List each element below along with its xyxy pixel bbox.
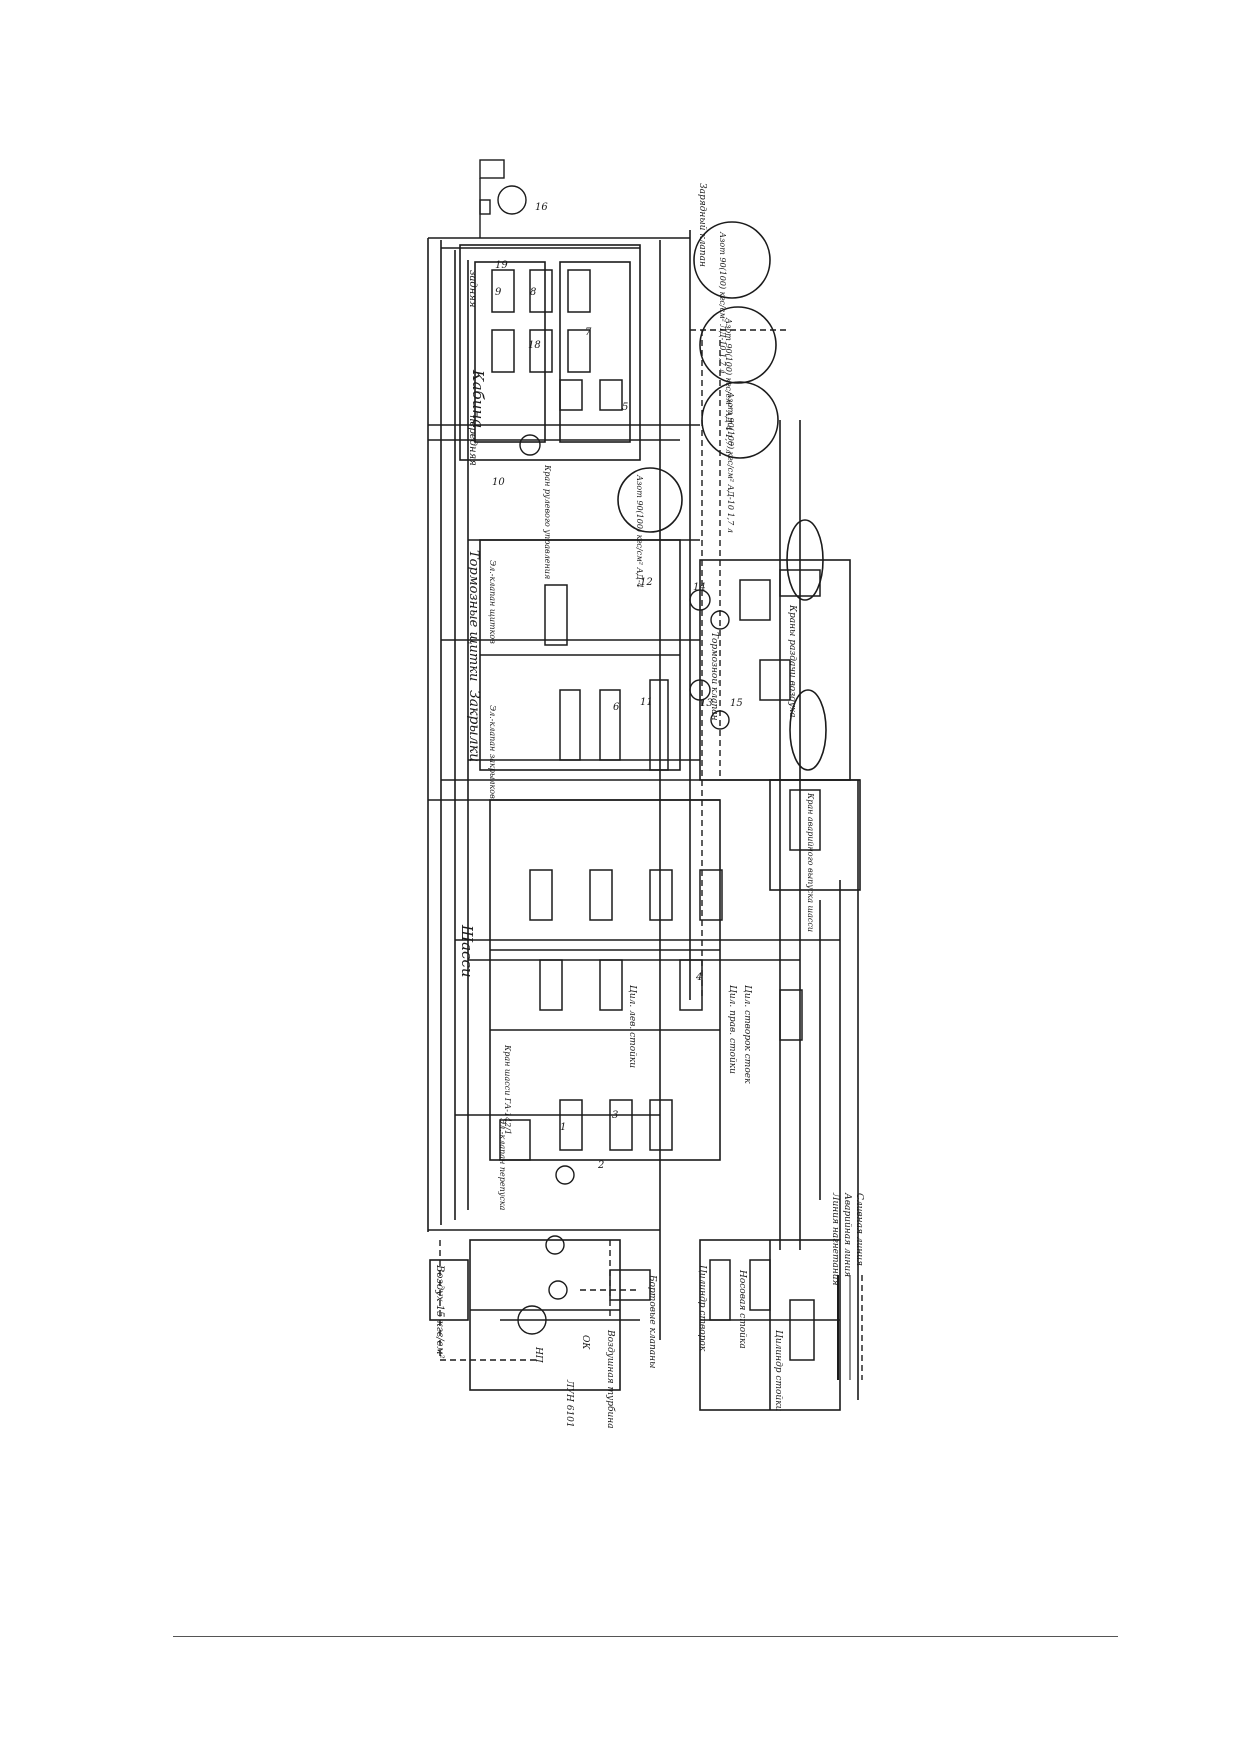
section-title-cabin: Кабина [469, 369, 487, 428]
callout-11: 11 [640, 697, 653, 708]
label-air-distribution-valves: Краны раздачи воздуха [787, 604, 797, 718]
label-nose-strut: Носовая стойка [737, 1269, 747, 1349]
callout-9: 9 [495, 287, 502, 298]
nitrogen-label-4: Азот 90(100) кгс/см² АД-10 1,7 л [726, 391, 735, 533]
air-inlet-fitting [479, 159, 505, 238]
label-brake-valve: Тормозной клапан [709, 632, 719, 721]
label-onboard-valves: Бортовые клапаны [647, 1274, 657, 1368]
nitrogen-bottles [617, 221, 827, 771]
label-flaps-solenoid: Эл.-клапан закрылков [488, 705, 497, 799]
callout-8: 8 [530, 287, 536, 298]
label-steering-valve: Кран рулевого управления [543, 464, 552, 579]
callout-14: 14 [693, 582, 706, 593]
label-emergency-gear-valve: Кран аварийного выпуска шасси [806, 792, 815, 932]
label-gear-valve: Кран шасси ГА-142/1 [503, 1044, 512, 1135]
callout-3: 3 [612, 1110, 618, 1121]
callout-16: 16 [535, 202, 548, 213]
callout-15: 15 [730, 698, 743, 709]
label-bypass-solenoid: Эл.-клапан перепуска [498, 1118, 507, 1211]
label-strut-cylinder: Цилиндр стойки [773, 1330, 783, 1412]
label-right-strut-cyl: Цил. прав. стойки [727, 985, 737, 1074]
callout-7: 7 [585, 327, 592, 338]
footer-rule [173, 1636, 1118, 1637]
line-legend: Линия нагнетания Аварийная линия Сливная… [830, 1192, 864, 1380]
callout-1: 1 [560, 1122, 566, 1133]
section-title-flaps: Закрылки [466, 690, 482, 762]
callout-6: 6 [613, 702, 620, 713]
cabin-sublabel-front: передняя [467, 415, 478, 466]
pressure-gauges [497, 185, 730, 1335]
actuator-cylinders [491, 269, 821, 1361]
callout-2: 2 [597, 1160, 604, 1171]
callout-10: 10 [492, 477, 505, 488]
cabin-sublabel-rear: задняя [467, 270, 478, 308]
label-pump: ЛУН 6101 [564, 1379, 574, 1428]
section-title-brake-shields: Тормозные щитки [466, 550, 481, 681]
label-np: НП [533, 1346, 543, 1363]
section-title-undercarriage: Шасси [458, 924, 476, 978]
label-shields-solenoid: Эл.-клапан щитков [488, 560, 497, 644]
air-tank: Воздух 15 кгс/см² [429, 1259, 469, 1359]
label-charge-valve: Зарядный клапан [697, 183, 707, 267]
legend-pressure-line: Линия нагнетания [830, 1192, 840, 1286]
callout-5: 5 [622, 402, 628, 413]
callout-13: 13 [700, 698, 713, 709]
label-air-turbine: Воздушная турбина [605, 1329, 616, 1429]
label-strut-doors-cyl: Цил. створок стоек [742, 985, 752, 1084]
callout-4: 4 [695, 972, 702, 983]
label-left-strut-cyl: Цил. лев. стойки [627, 985, 637, 1068]
label-ok: ОК [580, 1335, 590, 1350]
legend-emergency-line: Аварийная линия [842, 1192, 852, 1277]
label-doors-cylinder: Цилиндр створок [697, 1265, 707, 1352]
schematic-pipelines [427, 230, 861, 1411]
callout-19: 19 [495, 260, 508, 271]
callout-numbers: 1 2 3 4 5 6 7 8 9 10 11 12 13 14 15 16 1… [492, 202, 743, 1171]
callout-12: 12 [640, 577, 653, 588]
nitrogen-label-2: Азот 90(100) кгс/см² ЛД-10 1,7 л [718, 231, 727, 373]
nitrogen-label-3: Азот 90(100) кгс/см² АД-4 1,7 л [724, 317, 733, 454]
nitrogen-label-1: Азот 90(100) кгс/см² АД-4 [635, 474, 644, 588]
legend-drain-line: Сливная линия [854, 1193, 864, 1266]
callout-18: 18 [528, 340, 541, 351]
air-tank-label: Воздух 15 кгс/см² [434, 1264, 445, 1359]
